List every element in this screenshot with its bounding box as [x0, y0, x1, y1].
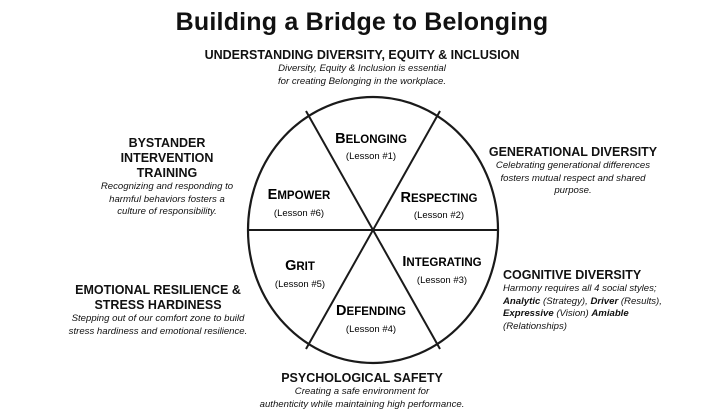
- analytic-note: (Strategy),: [540, 295, 591, 307]
- cognitive-heading: COGNITIVE DIVERSITY: [503, 268, 642, 282]
- segment-empower: EMPOWER (Lesson #6): [268, 187, 331, 219]
- segment-integrating-label: INTEGRATING: [402, 254, 481, 270]
- cognitive-block: COGNITIVE DIVERSITY Harmony requires all…: [503, 268, 713, 333]
- bystander-block: BYSTANDER INTERVENTION TRAINING Recogniz…: [88, 136, 246, 219]
- cognitive-desc-line-3: Expressive (Vision) Amiable: [503, 308, 713, 321]
- segment-respecting-label: RESPECTING: [401, 190, 478, 206]
- dei-block: UNDERSTANDING DIVERSITY, EQUITY & INCLUS…: [162, 48, 562, 88]
- expressive-note: (Vision): [553, 308, 592, 319]
- segment-belonging: BELONGING (Lesson #1): [335, 131, 407, 162]
- analytic-label: Analytic: [503, 295, 541, 307]
- segment-empower-lesson: (Lesson #6): [274, 208, 324, 219]
- generational-desc-line-2: fosters mutual respect and shared: [500, 172, 646, 184]
- cognitive-desc-line-4: (Relationships): [503, 320, 567, 332]
- psychological-heading: PSYCHOLOGICAL SAFETY: [281, 371, 443, 385]
- segment-grit-label: GRIT: [285, 258, 315, 274]
- segment-respecting-lesson: (Lesson #2): [414, 210, 464, 221]
- bystander-heading-line-2: INTERVENTION: [120, 151, 214, 165]
- emotional-heading-line-1: EMOTIONAL RESILIENCE &: [75, 283, 241, 297]
- expressive-label: Expressive: [503, 308, 554, 319]
- cognitive-desc-line-1: Harmony requires all 4 social styles;: [503, 283, 657, 294]
- segment-grit: GRIT (Lesson #5): [275, 258, 325, 290]
- segment-defending: DEFENDING (Lesson #4): [336, 303, 406, 335]
- bystander-heading-line-3: TRAINING: [136, 166, 198, 180]
- bystander-desc-line-3: culture of responsibility.: [117, 206, 217, 217]
- emotional-desc-line-2: stress hardiness and emotional resilienc…: [68, 325, 248, 337]
- segment-grit-lesson: (Lesson #5): [275, 279, 325, 290]
- generational-heading: GENERATIONAL DIVERSITY: [488, 145, 658, 159]
- bystander-heading-line-1: BYSTANDER: [128, 136, 206, 150]
- psychological-block: PSYCHOLOGICAL SAFETY Creating a safe env…: [212, 371, 512, 411]
- generational-desc-line-1: Celebrating generational differences: [495, 160, 651, 171]
- psychological-desc-line-1: Creating a safe environment for: [294, 386, 430, 397]
- cognitive-desc-line-2: Analytic (Strategy), Driver (Results),: [503, 296, 713, 309]
- segment-respecting: RESPECTING (Lesson #2): [401, 190, 478, 221]
- bystander-desc-line-2: harmful behaviors fosters a: [109, 193, 225, 205]
- generational-block: GENERATIONAL DIVERSITY Celebrating gener…: [488, 145, 658, 198]
- psychological-desc-line-2: authenticity while maintaining high perf…: [259, 398, 465, 410]
- page-title: Building a Bridge to Belonging: [175, 8, 549, 36]
- segment-integrating: INTEGRATING (Lesson #3): [402, 254, 481, 286]
- segment-belonging-label: BELONGING: [335, 131, 407, 147]
- segment-defending-lesson: (Lesson #4): [346, 324, 396, 335]
- segment-integrating-lesson: (Lesson #3): [417, 275, 467, 286]
- amiable-label: Amiable: [591, 308, 629, 319]
- emotional-block: EMOTIONAL RESILIENCE & STRESS HARDINESS …: [58, 283, 258, 338]
- emotional-heading-line-2: STRESS HARDINESS: [94, 298, 222, 312]
- generational-desc-line-3: purpose.: [554, 185, 592, 196]
- dei-desc-line-2: for creating Belonging in the workplace.: [278, 75, 446, 87]
- driver-note: (Results),: [618, 295, 662, 307]
- segment-empower-label: EMPOWER: [268, 187, 331, 203]
- dei-desc-line-1: Diversity, Equity & Inclusion is essenti…: [278, 63, 446, 74]
- bystander-desc-line-1: Recognizing and responding to: [100, 181, 234, 192]
- dei-heading: UNDERSTANDING DIVERSITY, EQUITY & INCLUS…: [204, 48, 520, 62]
- driver-label: Driver: [590, 295, 619, 307]
- segment-defending-label: DEFENDING: [336, 303, 406, 319]
- segment-belonging-lesson: (Lesson #1): [346, 151, 396, 162]
- emotional-desc-line-1: Stepping out of our comfort zone to buil…: [71, 313, 245, 324]
